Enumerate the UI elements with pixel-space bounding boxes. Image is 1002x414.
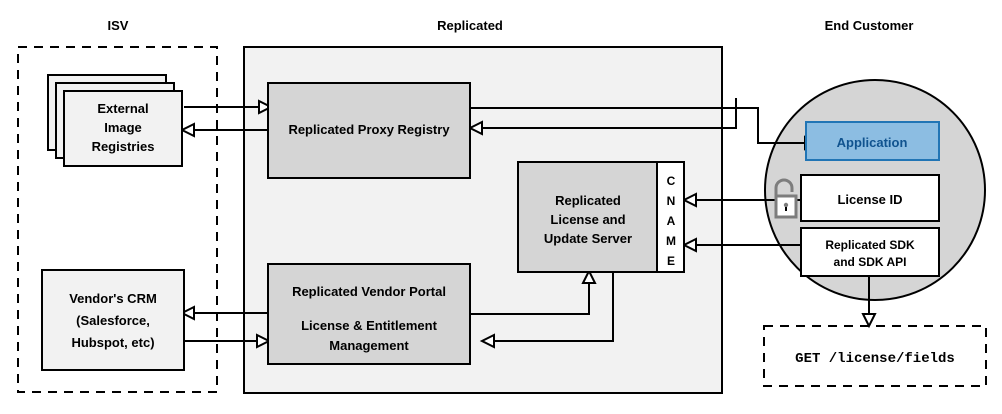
license-id-label: License ID <box>837 192 902 207</box>
api-call-label: GET /license/fields <box>795 351 955 367</box>
cname-box <box>656 161 685 273</box>
registry-stack-front <box>63 90 183 167</box>
cname-node[interactable]: C N A M E <box>656 161 685 273</box>
connector-portal-to-crm <box>179 305 268 321</box>
zone-title-isv: ISV <box>108 18 129 33</box>
application-node[interactable]: Application <box>805 121 940 161</box>
proxy-registry-label: Replicated Proxy Registry <box>288 122 450 137</box>
api-call-box <box>763 325 987 387</box>
isv-zone-boundary <box>17 46 218 393</box>
cname-letter-4: M <box>666 234 676 248</box>
vendors-crm-label-line3: Hubspot, etc) <box>71 335 154 350</box>
vendor-portal-box <box>267 263 471 365</box>
replicated-sdk-label-line1: Replicated SDK <box>825 238 915 252</box>
registries-label-line2: Image <box>104 120 142 135</box>
license-update-server-node[interactable]: Replicated License and Update Server <box>517 161 659 273</box>
license-id-box <box>800 174 940 222</box>
vendors-crm-node[interactable]: Vendor's CRM (Salesforce, Hubspot, etc) <box>41 269 185 371</box>
vendors-crm-box <box>41 269 185 371</box>
connector-portal-to-license-server <box>470 268 597 315</box>
registries-label-line3: Registries <box>92 139 155 154</box>
application-box <box>805 121 940 161</box>
license-server-label-line1: Replicated <box>555 193 621 208</box>
connector-crm-to-portal <box>182 333 272 349</box>
cname-letter-3: A <box>667 214 676 228</box>
replicated-sdk-node[interactable]: Replicated SDK and SDK API <box>800 227 940 277</box>
connector-application-to-proxy <box>467 98 737 136</box>
vendor-portal-label-line1: Replicated Vendor Portal <box>292 284 446 299</box>
vendor-portal-label-line3: Management <box>329 338 409 353</box>
replicated-sdk-box <box>800 227 940 277</box>
replicated-sdk-label-line2: and SDK API <box>834 255 907 269</box>
license-id-node[interactable]: License ID <box>800 174 940 222</box>
connector-registries-to-proxy <box>184 99 274 115</box>
connector-license-server-to-portal <box>479 272 614 349</box>
license-update-server-box <box>517 161 659 273</box>
cname-letter-1: C <box>667 174 676 188</box>
external-image-registries-node[interactable]: External Image Registries <box>47 74 183 167</box>
unlocked-padlock-icon <box>774 178 798 219</box>
application-label: Application <box>837 135 908 150</box>
zone-title-replicated: Replicated <box>437 18 503 33</box>
vendors-crm-label-line1: Vendor's CRM <box>69 291 157 306</box>
connector-proxy-to-registries <box>179 122 268 138</box>
license-server-label-line3: Update Server <box>544 231 632 246</box>
proxy-registry-box <box>267 82 471 179</box>
cname-letter-5: E <box>667 254 675 268</box>
cname-letter-2: N <box>667 194 676 208</box>
proxy-registry-node[interactable]: Replicated Proxy Registry <box>267 82 471 179</box>
connector-sdk-to-api-call <box>861 275 877 329</box>
padlock-keyhole <box>783 202 789 208</box>
api-call-node[interactable]: GET /license/fields <box>763 325 987 387</box>
connector-sdk-to-cname <box>681 237 800 253</box>
license-server-label-line2: License and <box>550 212 625 227</box>
vendor-portal-node[interactable]: Replicated Vendor Portal License & Entit… <box>267 263 471 365</box>
vendors-crm-label-line2: (Salesforce, <box>76 313 150 328</box>
zone-title-end-customer: End Customer <box>825 18 914 33</box>
vendor-portal-label-line2: License & Entitlement <box>301 318 437 333</box>
registries-label-line1: External <box>97 101 148 116</box>
